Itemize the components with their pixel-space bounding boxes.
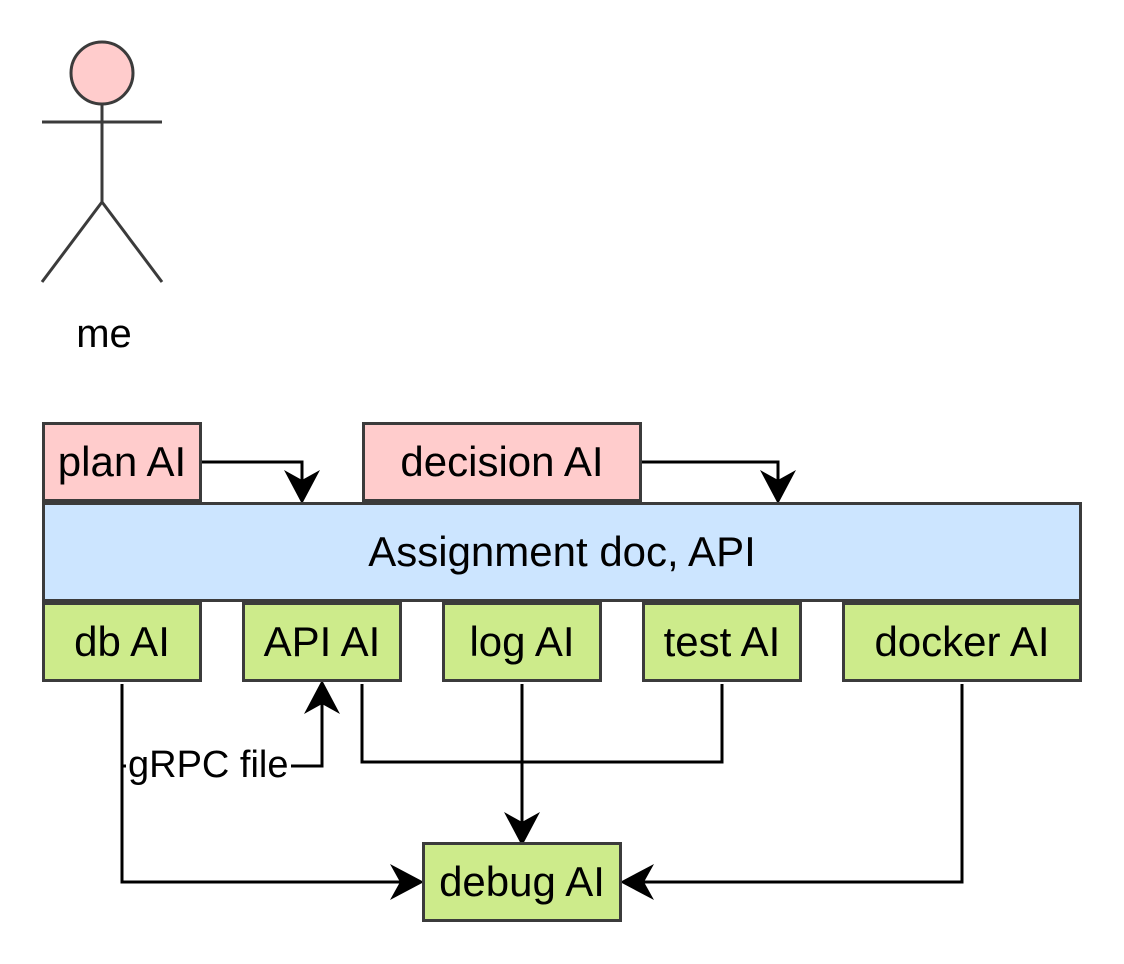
edge-docker-to-debug — [620, 684, 964, 900]
decision-ai-node[interactable]: decision AI — [362, 422, 642, 502]
actor-label: me — [76, 312, 132, 356]
actor-me — [40, 40, 164, 283]
docker-ai-node[interactable]: docker AI — [842, 602, 1082, 682]
plan-ai-node[interactable]: plan AI — [42, 422, 202, 502]
edge-db-to-debug — [120, 684, 424, 900]
log-ai-node[interactable]: log AI — [442, 602, 602, 682]
assignment-doc-api-node[interactable]: Assignment doc, API — [42, 502, 1082, 602]
edge-decision-to-assignment — [642, 460, 796, 504]
api-ai-node[interactable]: API AI — [242, 602, 402, 682]
db-ai-node[interactable]: db AI — [42, 602, 202, 682]
actor-right-leg — [100, 201, 164, 283]
grpc-file-label: gRPC file — [126, 742, 291, 788]
edge-api-to-test-merge — [360, 684, 724, 764]
edge-plan-to-assignment — [202, 460, 320, 504]
actor-head — [69, 40, 135, 106]
test-ai-node[interactable]: test AI — [642, 602, 802, 682]
debug-ai-node[interactable]: debug AI — [422, 842, 622, 922]
actor-left-leg — [40, 201, 104, 283]
